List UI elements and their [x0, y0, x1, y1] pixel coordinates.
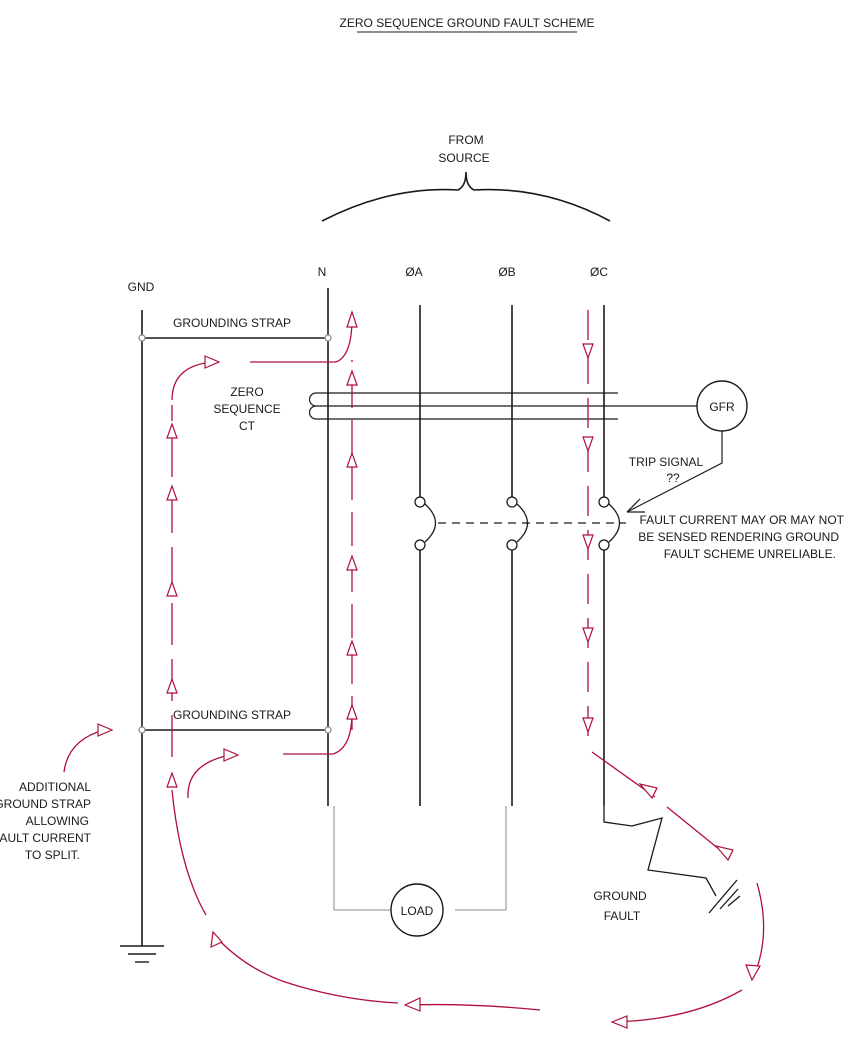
ground-fault-label-line1: GROUND [593, 889, 647, 903]
arrow-up-icon [346, 703, 358, 720]
load-label: LOAD [401, 904, 434, 918]
earth-ground-icon [120, 945, 164, 963]
phase-c-label: ØC [590, 265, 608, 279]
arrow-up-icon [346, 554, 358, 571]
arrow-left-icon [403, 997, 421, 1012]
load-wiring [333, 806, 392, 911]
trip-signal-line [626, 431, 723, 513]
arrow-up-icon [346, 369, 358, 386]
strap-node [324, 334, 332, 342]
additional-strap-note-line1: ADDITIONAL [19, 780, 91, 794]
phase-b-label: ØB [498, 265, 515, 279]
fault-current-path [63, 310, 765, 1023]
arrow-left-icon [610, 1015, 628, 1029]
arrow-diag-icon [638, 782, 658, 800]
arrow-right-icon [223, 748, 240, 762]
fault-note-line2: BE SENSED RENDERING GROUND [638, 530, 839, 544]
ct-label-line1: ZERO [230, 385, 263, 399]
trip-signal-arrow-icon [626, 498, 645, 513]
ground-fault-path [603, 806, 717, 897]
arrow-right-icon [204, 355, 221, 369]
additional-strap-note-line4: FAULT CURRENT [0, 831, 92, 845]
arrow-up-icon [166, 484, 178, 501]
strap-node [138, 726, 146, 734]
source-label-line2: SOURCE [438, 151, 489, 165]
arrow-down-icon [582, 717, 594, 734]
arrow-down-icon [582, 436, 594, 453]
arrow-up-icon [346, 639, 358, 656]
arrow-down-icon [745, 964, 761, 982]
fault-note-line1: FAULT CURRENT MAY OR MAY NOT [640, 513, 845, 527]
trip-signal-question: ?? [666, 471, 680, 485]
phase-a-label: ØA [405, 265, 422, 279]
arrow-up-icon [346, 310, 358, 328]
additional-strap-note-line3: ALLOWING [26, 814, 89, 828]
breaker-pole-a [414, 496, 437, 551]
arrow-up-icon [346, 451, 358, 468]
gfr-relay-label: GFR [709, 400, 735, 414]
arrow-up-icon [166, 677, 178, 694]
arrow-up-icon [166, 580, 178, 597]
diagram-title: ZERO SEQUENCE GROUND FAULT SCHEME [340, 16, 595, 30]
source-label-line1: FROM [448, 133, 483, 147]
additional-strap-note-line5: TO SPLIT. [25, 848, 80, 862]
ct-label-line2: SEQUENCE [213, 402, 280, 416]
grounding-strap-bottom-label: GROUNDING STRAP [173, 708, 291, 722]
strap-node [324, 726, 332, 734]
gnd-label: GND [128, 280, 155, 294]
additional-strap-note-line2: GROUND STRAP [0, 797, 91, 811]
arrow-up-icon [166, 422, 178, 439]
arrow-down-icon [582, 627, 594, 644]
neutral-label: N [318, 265, 327, 279]
fault-note-line3: FAULT SCHEME UNRELIABLE. [664, 547, 836, 561]
arrow-down-icon [582, 343, 594, 360]
breaker-pole-c [598, 496, 621, 551]
ground-fault-label-line2: FAULT [604, 909, 641, 923]
arrow-up-icon [210, 930, 223, 948]
grounding-strap-top-label: GROUNDING STRAP [173, 316, 291, 330]
arrow-down-icon [582, 534, 594, 551]
load-wiring [455, 806, 507, 911]
arrow-right-icon [97, 723, 114, 737]
ct-label-line3: CT [239, 419, 256, 433]
zero-sequence-ct [308, 392, 618, 420]
trip-signal-label: TRIP SIGNAL [629, 455, 704, 469]
fault-ground-icon [708, 879, 741, 914]
strap-node [138, 334, 146, 342]
source-brace [321, 171, 611, 222]
load [390, 883, 444, 937]
arrow-up-icon [166, 771, 178, 788]
fault-current-arrows [97, 310, 761, 1029]
arrow-diag-icon [714, 844, 734, 862]
